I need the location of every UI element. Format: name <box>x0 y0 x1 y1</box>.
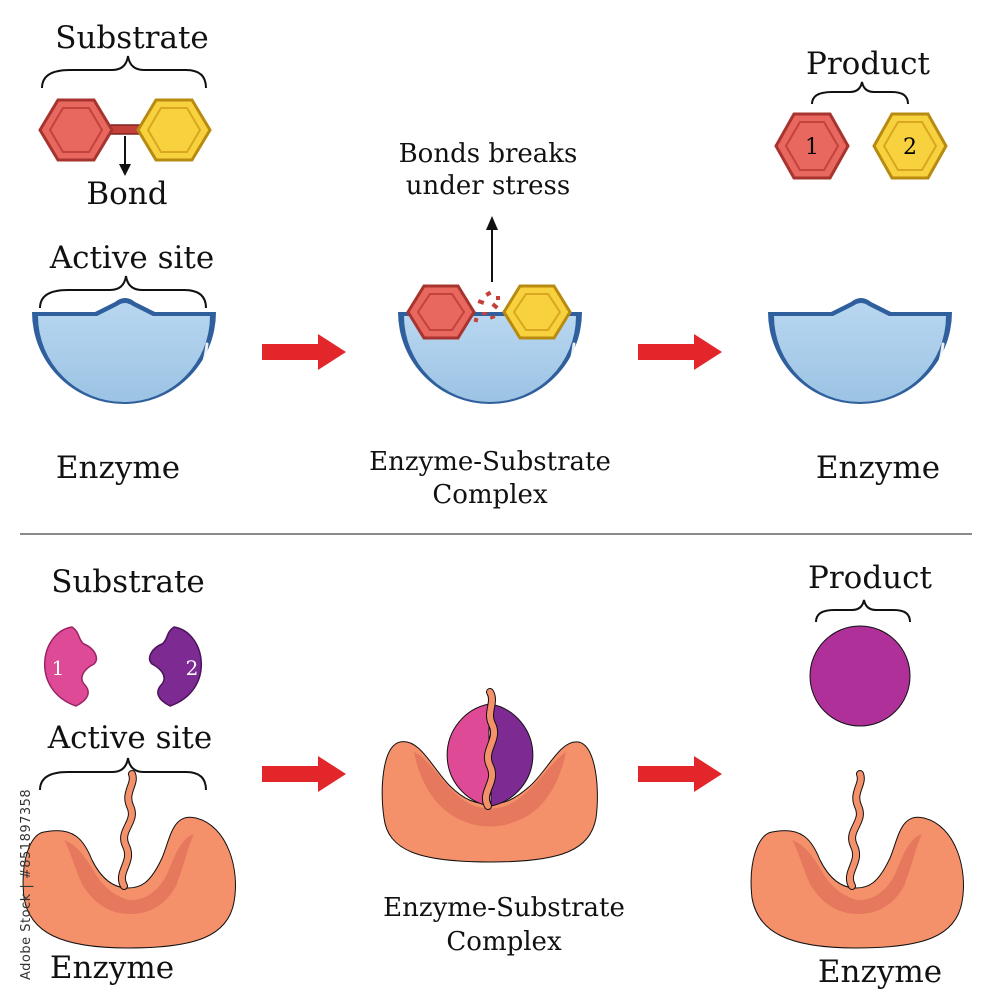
top-enzyme-right <box>768 298 952 404</box>
product-circle <box>809 625 911 727</box>
bottom-complex-label-line2: Complex <box>446 927 562 957</box>
top-product-label: Product <box>806 46 931 82</box>
product-number-2: 2 <box>903 135 917 160</box>
top-substrate-brace <box>41 55 207 89</box>
bottom-enzyme-left-label: Enzyme <box>50 950 174 986</box>
top-substrate-molecule <box>38 98 212 162</box>
bottom-active-site-label: Active site <box>47 720 212 756</box>
product-number-1: 1 <box>805 135 819 160</box>
substrate-piece-2: 2 <box>148 626 202 707</box>
stock-id-watermark: Adobe Stock | #851897358 <box>19 789 34 980</box>
top-enzyme-right-label: Enzyme <box>816 450 940 486</box>
bottom-arrow-2 <box>638 756 722 792</box>
product-hexagon-1: 1 <box>774 112 850 180</box>
bottom-arrow-1 <box>262 756 346 792</box>
top-arrow-2 <box>638 334 722 370</box>
bottom-enzyme-left <box>22 770 236 949</box>
top-active-site-brace <box>39 275 207 309</box>
substrate-number-2: 2 <box>186 656 199 680</box>
substrate-piece-1: 1 <box>44 626 98 707</box>
top-complex-label-line1: Enzyme-Substrate <box>369 447 611 477</box>
top-enzyme-left-label: Enzyme <box>56 450 180 486</box>
product-hexagon-2: 2 <box>872 112 948 180</box>
complex-hexagon-red <box>406 284 476 340</box>
broken-bond-fragments <box>473 290 500 323</box>
bottom-product-brace <box>815 599 911 623</box>
bottom-complex-label-line1: Enzyme-Substrate <box>383 893 625 923</box>
top-arrow-1 <box>262 334 346 370</box>
top-active-site-label: Active site <box>49 240 214 276</box>
complex-hexagon-yellow <box>502 284 572 340</box>
bottom-complex <box>381 688 598 863</box>
top-complex-label-line2: Complex <box>432 480 548 510</box>
bottom-active-site-brace <box>39 757 207 791</box>
top-substrate-label: Substrate <box>55 20 209 56</box>
stress-arrowhead <box>486 216 498 230</box>
bottom-enzyme-right-label: Enzyme <box>818 954 942 990</box>
top-product-brace <box>811 81 909 105</box>
stress-label-line2: under stress <box>406 171 571 201</box>
stress-label-line1: Bonds breaks <box>399 139 578 169</box>
substrate-number-1: 1 <box>52 656 65 680</box>
top-enzyme-left <box>32 298 216 404</box>
bottom-enzyme-right <box>750 770 964 949</box>
bottom-product-label: Product <box>808 560 933 596</box>
bond-label: Bond <box>86 176 167 212</box>
bond-pointer-arrowhead <box>119 164 131 176</box>
bottom-substrate-label: Substrate <box>51 564 205 600</box>
